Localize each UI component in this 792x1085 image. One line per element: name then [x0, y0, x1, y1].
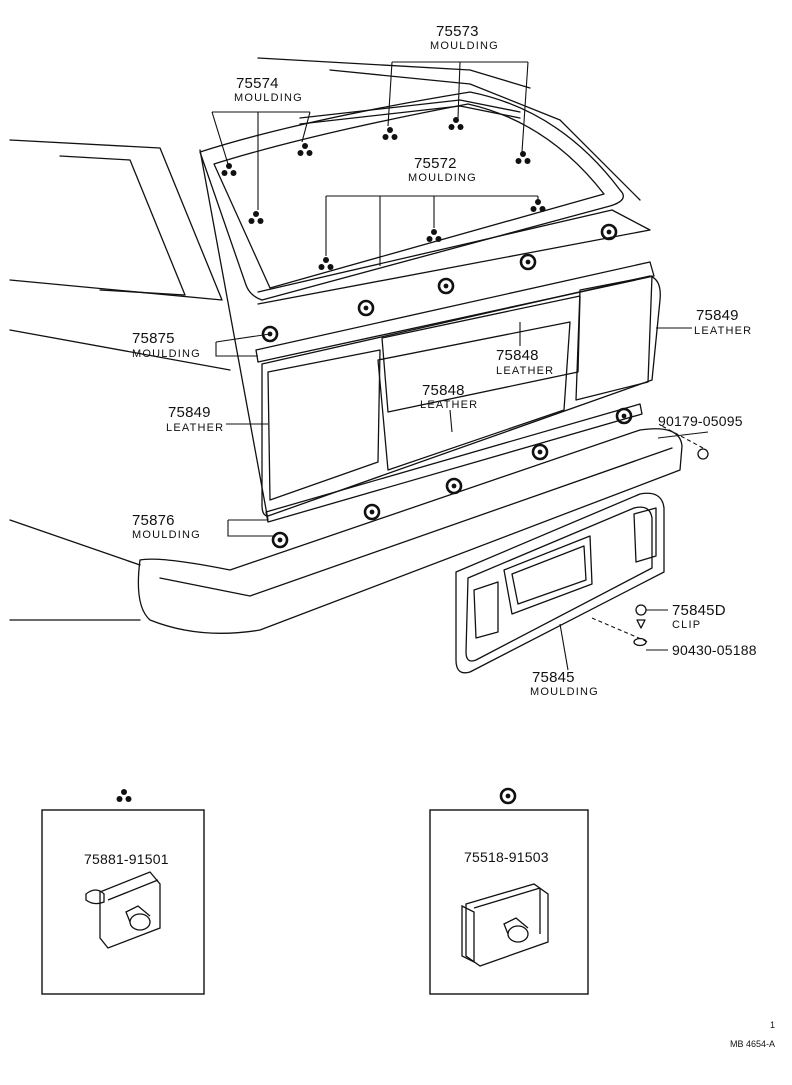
leather-75848-lower [377, 321, 571, 471]
callout-90430-number: 90430-05188 [672, 642, 757, 658]
detail-right-part-number: 75518-91503 [464, 849, 549, 865]
rear-window-outer [199, 91, 624, 301]
callout-75849-right-number: 75849 [696, 307, 739, 324]
moulding-75573 [299, 99, 521, 119]
callout-75572-number: 75572 [414, 155, 457, 172]
callout-75848a-number: 75848 [496, 347, 539, 364]
callout-75574-name: MOULDING [234, 92, 303, 104]
roof-rear-edge [329, 69, 641, 201]
callout-75848b-name: LEATHER [420, 399, 479, 411]
callout-75849-left-name: LEATHER [166, 422, 225, 434]
detail-box-left [41, 809, 205, 995]
clip-75518-drawing [461, 883, 549, 967]
washer-90430-shape [633, 637, 647, 647]
callout-75875-name: MOULDING [132, 348, 201, 360]
triple-dot-clip-markers [221, 117, 546, 270]
leather-75848-upper [381, 295, 581, 413]
clip-75881-drawing [85, 871, 161, 949]
drawing-code: MB 4654-A [730, 1039, 776, 1049]
rear-bumper [137, 428, 683, 634]
leather-75849-left [267, 349, 381, 501]
detail-box-right [429, 809, 589, 995]
callout-75849-left-number: 75849 [168, 404, 211, 421]
callout-75845-number: 75845 [532, 669, 575, 686]
callout-75845-name: MOULDING [530, 686, 599, 698]
callout-75876-number: 75876 [132, 512, 175, 529]
nut-90179-shape [697, 448, 709, 460]
side-window-inner [59, 155, 186, 296]
callout-75848a-name: LEATHER [496, 365, 555, 377]
page-ref: 1 [770, 1020, 776, 1030]
ring-clip-icon [499, 787, 517, 805]
callout-75845d-name: CLIP [672, 619, 702, 631]
moulding-75572 [257, 209, 651, 305]
clip-75845d-shape [635, 604, 647, 616]
triple-dot-clip-icon [116, 789, 132, 802]
callout-75849-right-name: LEATHER [694, 325, 753, 337]
callout-75875-number: 75875 [132, 330, 175, 347]
tailgate-panel [261, 275, 661, 517]
callout-75572-name: MOULDING [408, 172, 477, 184]
side-lower [9, 519, 141, 566]
detail-left-part-number: 75881-91501 [84, 851, 169, 867]
callout-75876-name: MOULDING [132, 529, 201, 541]
quarter-edge [199, 149, 269, 521]
callout-75573-name: MOULDING [430, 40, 499, 52]
callout-75848b-number: 75848 [422, 382, 465, 399]
garnish-lamp-right [633, 507, 657, 563]
roof-line [257, 57, 531, 89]
callout-75845d-number: 75845D [672, 602, 726, 619]
rear-window-inner [213, 103, 605, 289]
callout-75574-number: 75574 [236, 75, 279, 92]
license-plate-recess [503, 535, 593, 615]
callout-75573-number: 75573 [436, 23, 479, 40]
moulding-75876 [265, 403, 643, 523]
leather-75849-right [575, 275, 653, 401]
garnish-lamp-left [473, 581, 499, 639]
side-beltline [9, 329, 231, 371]
moulding-75875 [255, 261, 655, 363]
side-window [9, 139, 223, 301]
callout-90179-number: 90179-05095 [658, 413, 743, 429]
moulding-75845 [455, 492, 665, 674]
